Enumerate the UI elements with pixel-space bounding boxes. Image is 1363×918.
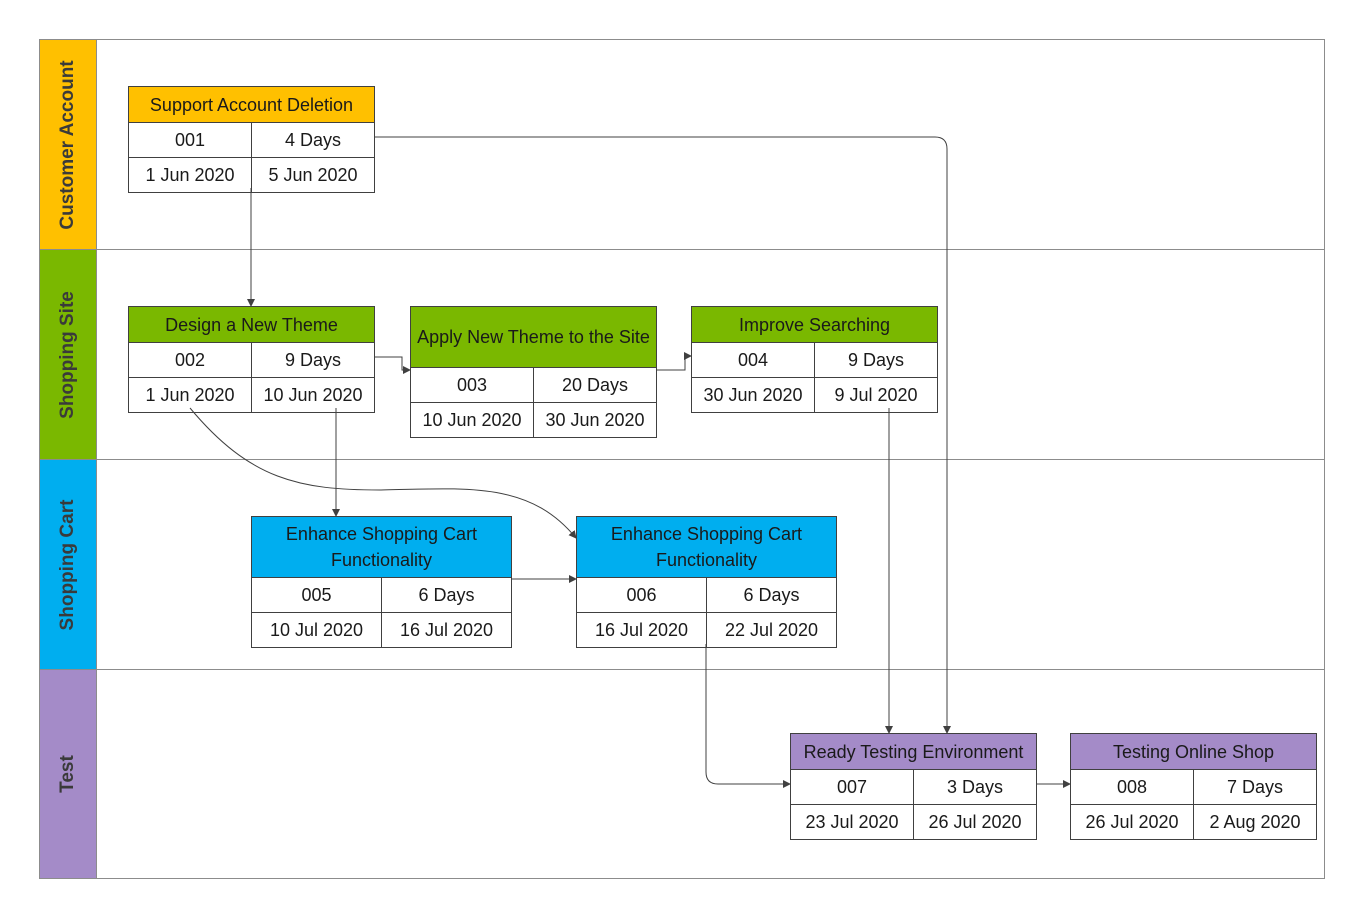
task-start: 30 Jun 2020 (703, 384, 803, 405)
task-end: 10 Jun 2020 (251, 378, 374, 412)
task-duration: 4 Days (251, 123, 374, 157)
task-end: 5 Jun 2020 (251, 158, 374, 192)
task-start: 23 Jul 2020 (805, 811, 899, 832)
task-name: Apply New Theme to the Site (411, 307, 656, 368)
task-id: 001 (174, 129, 206, 150)
task-duration: 9 Days (251, 343, 374, 377)
lane-header-test: Test (39, 669, 97, 879)
task-name: Improve Searching (692, 307, 937, 343)
lane-title: Test (57, 755, 78, 793)
lane-header-shopping-site: Shopping Site (39, 249, 97, 460)
task-name-text: Enhance Shopping Cart Functionality (285, 524, 478, 570)
task-name-text: Testing Online Shop (1112, 741, 1275, 762)
task-003[interactable]: Apply New Theme to the Site 003 20 Days … (410, 306, 657, 438)
task-start: 16 Jul 2020 (594, 619, 689, 640)
task-001[interactable]: Support Account Deletion 001 4 Days 1 Ju… (128, 86, 375, 193)
task-id: 003 (456, 374, 488, 395)
task-id: 006 (626, 584, 657, 605)
task-id: 002 (174, 349, 206, 370)
task-start: 10 Jun 2020 (422, 409, 522, 430)
lane-title: Shopping Site (57, 290, 78, 419)
task-005[interactable]: Enhance Shopping Cart Functionality 005 … (251, 516, 512, 648)
task-name-text: Improve Searching (738, 314, 891, 335)
task-006[interactable]: Enhance Shopping Cart Functionality 006 … (576, 516, 837, 648)
task-name-text: Ready Testing Environment (803, 741, 1024, 762)
task-name-text: Design a New Theme (165, 314, 338, 335)
lane-title: Shopping Cart (57, 499, 78, 630)
task-start: 1 Jun 2020 (145, 384, 235, 405)
lane-title: Customer Account (57, 59, 78, 230)
task-name-text: Enhance Shopping Cart Functionality (610, 524, 803, 570)
task-id: 004 (737, 349, 769, 370)
task-004[interactable]: Improve Searching 004 9 Days 30 Jun 2020… (691, 306, 938, 413)
task-id: 008 (1116, 776, 1148, 797)
task-start: 10 Jul 2020 (269, 619, 364, 640)
task-name: Testing Online Shop (1071, 734, 1316, 770)
lane-header-shopping-cart: Shopping Cart (39, 459, 97, 670)
task-end: 30 Jun 2020 (533, 403, 656, 437)
task-start: 1 Jun 2020 (145, 164, 235, 185)
task-007[interactable]: Ready Testing Environment 007 3 Days 23 … (790, 733, 1037, 840)
task-start: 26 Jul 2020 (1085, 811, 1179, 832)
task-duration: 6 Days (706, 578, 836, 612)
task-duration: 3 Days (913, 770, 1036, 804)
task-end: 26 Jul 2020 (913, 805, 1036, 839)
task-duration: 6 Days (381, 578, 511, 612)
task-id: 007 (836, 776, 868, 797)
task-duration: 9 Days (814, 343, 937, 377)
task-end: 22 Jul 2020 (706, 613, 836, 647)
task-name: Support Account Deletion (129, 87, 374, 123)
lane-header-customer-account: Customer Account (39, 39, 97, 250)
task-name-text: Support Account Deletion (149, 94, 354, 115)
task-end: 16 Jul 2020 (381, 613, 511, 647)
task-name-text: Apply New Theme to the Site (417, 327, 650, 347)
task-002[interactable]: Design a New Theme 002 9 Days 1 Jun 2020… (128, 306, 375, 413)
task-duration: 7 Days (1193, 770, 1316, 804)
task-id: 005 (301, 584, 332, 605)
task-name: Ready Testing Environment (791, 734, 1036, 770)
task-duration: 20 Days (533, 368, 656, 402)
task-end: 9 Jul 2020 (814, 378, 937, 412)
task-end: 2 Aug 2020 (1193, 805, 1316, 839)
task-name: Enhance Shopping Cart Functionality (252, 517, 511, 578)
task-008[interactable]: Testing Online Shop 008 7 Days 26 Jul 20… (1070, 733, 1317, 840)
task-name: Enhance Shopping Cart Functionality (577, 517, 836, 578)
task-name: Design a New Theme (129, 307, 374, 343)
